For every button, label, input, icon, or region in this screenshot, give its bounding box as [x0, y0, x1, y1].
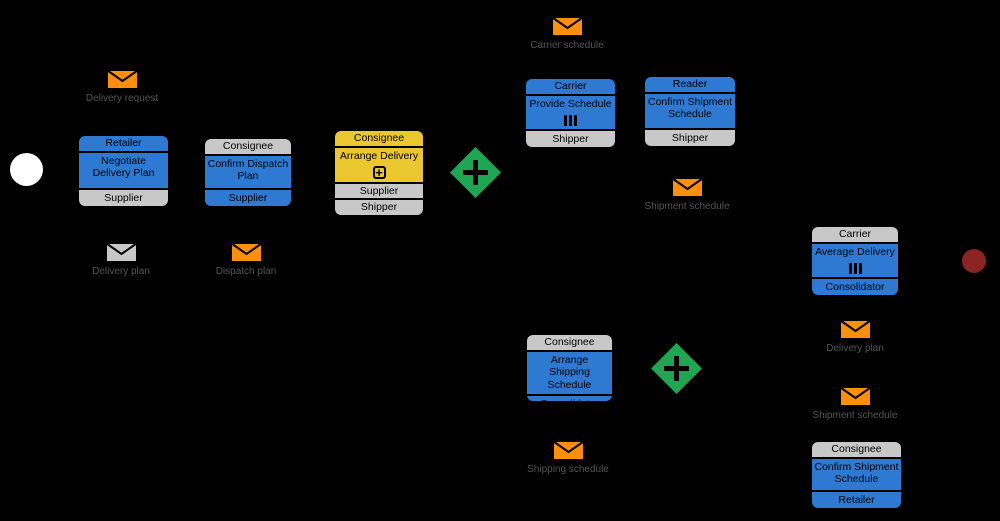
participant-band-top: Consignee	[205, 139, 291, 156]
envelope-icon	[105, 69, 139, 90]
participant-band-bottom: Consolidator	[527, 394, 612, 401]
envelope-icon	[550, 16, 584, 37]
message-shipment-schedule-right[interactable]: Shipment schedule	[795, 386, 915, 421]
envelope-icon	[551, 440, 585, 461]
message-label: Delivery plan	[826, 343, 884, 354]
message-shipment-schedule-top[interactable]: Shipment schedule	[627, 177, 747, 212]
task-label: Confirm Dispatch Plan	[207, 158, 289, 183]
message-delivery-plan-right[interactable]: Delivery plan	[795, 319, 915, 354]
message-label: Shipping schedule	[527, 464, 609, 475]
task-label: Arrange Shipping Schedule	[547, 354, 592, 391]
message-label: Carrier schedule	[530, 40, 604, 51]
envelope-icon	[229, 242, 263, 263]
message-delivery-request[interactable]: Delivery request	[62, 69, 182, 104]
multi-instance-icon	[564, 115, 577, 126]
end-event[interactable]	[962, 249, 986, 273]
envelope-icon	[104, 242, 138, 263]
message-carrier-schedule[interactable]: Carrier schedule	[507, 16, 627, 51]
plus-icon	[651, 343, 702, 394]
message-label: Dispatch plan	[215, 266, 277, 277]
message-label: Delivery request	[85, 93, 159, 104]
participant-band-bottom: Supplier	[205, 188, 291, 206]
multi-instance-icon	[848, 263, 862, 274]
participant-band-top: Carrier	[526, 79, 615, 96]
participant-band-bottom: Consolidator	[812, 277, 898, 295]
task-label: Negotiate Delivery Plan	[92, 155, 155, 180]
task-body: Confirm Shipment Schedule	[645, 94, 735, 128]
task-body: Arrange Shipping Schedule	[527, 352, 612, 395]
participant-band-bottom: Supplier	[79, 188, 168, 206]
participant-band-top: Reader	[645, 77, 735, 94]
parallel-gateway-2[interactable]	[650, 342, 703, 400]
participant-band-top: Consignee	[527, 335, 612, 352]
task-label: Confirm Shipment Schedule	[814, 461, 899, 486]
start-event[interactable]	[10, 153, 43, 186]
task-body: Confirm Dispatch Plan	[205, 156, 291, 188]
message-delivery-plan-left[interactable]: Delivery plan	[61, 242, 181, 277]
message-label: Delivery plan	[92, 266, 150, 277]
task-body: Arrange Delivery +	[335, 148, 423, 182]
task-body: Average Delivery	[812, 244, 898, 277]
parallel-gateway-1[interactable]	[449, 146, 502, 204]
participant-band-middle: Supplier	[335, 182, 423, 198]
choreography-task-confirm-shipment-schedule-reader[interactable]: Reader Confirm Shipment Schedule Shipper	[643, 75, 737, 148]
task-body: Provide Schedule	[526, 96, 615, 129]
participant-band-bottom: Retailer	[812, 490, 901, 508]
participant-band-top: Consignee	[335, 131, 423, 148]
participant-band-top: Consignee	[812, 442, 901, 459]
participant-band-bottom: Shipper	[526, 129, 615, 147]
message-label: Shipment schedule	[644, 201, 730, 212]
choreography-task-average-delivery[interactable]: Carrier Average Delivery Consolidator	[810, 225, 900, 297]
message-label: Shipment schedule	[812, 410, 898, 421]
task-label: Average Delivery	[815, 246, 895, 258]
participant-band-top: Carrier	[812, 227, 898, 244]
envelope-icon	[838, 319, 872, 340]
task-body: Negotiate Delivery Plan	[79, 153, 168, 188]
task-label: Arrange Delivery	[339, 150, 419, 162]
choreography-task-negotiate-delivery-plan[interactable]: Retailer Negotiate Delivery Plan Supplie…	[77, 134, 170, 208]
choreography-task-arrange-shipping-schedule[interactable]: Consignee Arrange Shipping Schedule Cons…	[525, 333, 614, 403]
message-dispatch-plan[interactable]: Dispatch plan	[186, 242, 306, 277]
participant-band-bottom: Shipper	[335, 198, 423, 215]
envelope-icon	[838, 386, 872, 407]
participant-band-bottom: Shipper	[645, 128, 735, 146]
task-label: Confirm Shipment Schedule	[647, 96, 733, 121]
collapsed-subprocess-icon[interactable]: +	[372, 166, 386, 179]
choreography-task-provide-schedule[interactable]: Carrier Provide Schedule Shipper	[524, 77, 617, 149]
choreography-task-confirm-dispatch-plan[interactable]: Consignee Confirm Dispatch Plan Supplier	[203, 137, 293, 208]
choreography-task-arrange-delivery[interactable]: Consignee Arrange Delivery + Supplier Sh…	[333, 129, 425, 217]
task-label: Provide Schedule	[529, 98, 612, 110]
message-shipping-schedule[interactable]: Shipping schedule	[508, 440, 628, 475]
plus-icon	[450, 147, 501, 198]
participant-band-top: Retailer	[79, 136, 168, 153]
envelope-icon	[670, 177, 704, 198]
task-body: Confirm Shipment Schedule	[812, 459, 901, 490]
choreography-task-confirm-shipment-schedule-retailer[interactable]: Consignee Confirm Shipment Schedule Reta…	[810, 440, 903, 510]
